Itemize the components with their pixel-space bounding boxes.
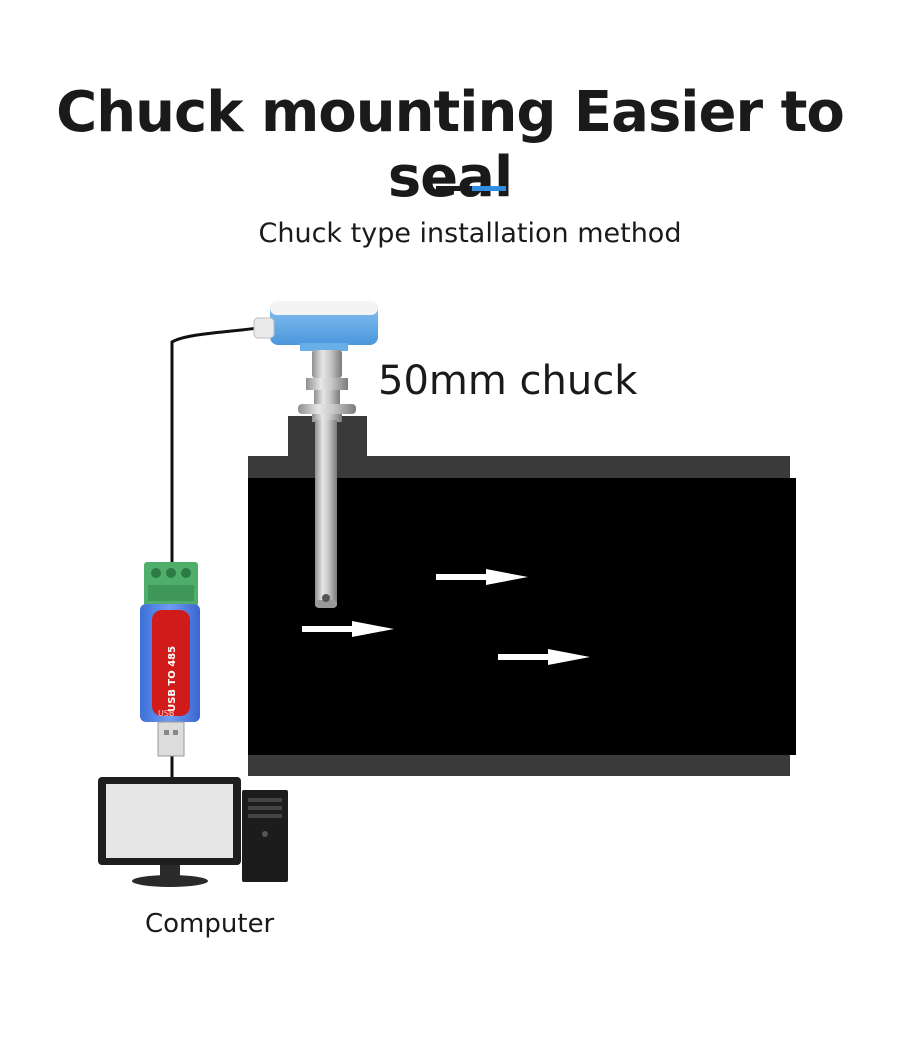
flow-arrow-icon bbox=[436, 569, 528, 585]
flow-arrow-icon bbox=[302, 621, 394, 637]
flow-arrow-icon bbox=[498, 649, 590, 665]
computer-label: Computer bbox=[145, 909, 275, 939]
page-subtitle: Chuck type installation method bbox=[258, 218, 682, 249]
divider-dark-segment bbox=[436, 186, 472, 191]
usb-plug bbox=[157, 721, 185, 757]
pipe-top-wall bbox=[248, 456, 790, 478]
pipe-bottom-wall bbox=[248, 755, 790, 776]
converter-usb-text: USB bbox=[158, 709, 174, 718]
converter-text: USB TO 485 bbox=[167, 646, 178, 712]
probe-icon bbox=[298, 350, 356, 608]
flow-arrows bbox=[302, 569, 590, 665]
divider-blue-segment bbox=[472, 186, 506, 191]
pipe-body bbox=[248, 478, 796, 755]
signal-cable bbox=[170, 326, 259, 565]
computer-icon bbox=[98, 777, 288, 887]
chuck-label: 50mm chuck bbox=[378, 358, 638, 404]
title-divider bbox=[436, 186, 506, 191]
sensor-head-icon bbox=[253, 301, 378, 351]
usb-converter-icon: USB TO 485 USB bbox=[140, 562, 200, 757]
pipe bbox=[248, 416, 796, 776]
page-title: Chuck mounting Easier to seal bbox=[56, 80, 845, 210]
converter-label-panel bbox=[152, 610, 190, 716]
